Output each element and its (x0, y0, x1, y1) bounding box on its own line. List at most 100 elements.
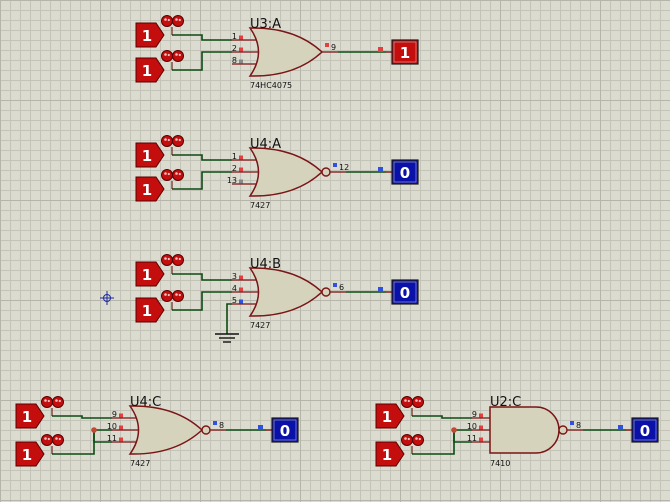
source-value: 1 (22, 446, 32, 464)
toggle-button-icon[interactable] (52, 396, 64, 408)
logic-state-source[interactable]: 1 (135, 135, 184, 168)
logic-state-source[interactable]: 1 (15, 396, 64, 429)
gate-reference: U4:C (130, 395, 161, 410)
wire (172, 171, 232, 190)
logic-probe: 0 (618, 417, 659, 443)
source-body (135, 261, 165, 287)
wire-junction-dot (451, 427, 457, 433)
toggle-knob (401, 434, 413, 446)
toggle-knob (172, 254, 184, 266)
toggle-button-icon[interactable] (172, 50, 184, 62)
toggle-button-icon[interactable] (161, 290, 173, 302)
wire (52, 415, 112, 419)
toggle-highlight (175, 293, 178, 296)
toggle-highlight (407, 399, 410, 403)
ground-symbol-icon (215, 333, 239, 343)
toggle-button-icon[interactable] (401, 434, 413, 446)
toggle-highlight (167, 172, 170, 176)
logic-state-source[interactable]: 1 (135, 15, 184, 48)
toggle-highlight (175, 18, 178, 21)
logic-state-source[interactable]: 1 (15, 434, 64, 467)
output-pin-number: 12 (339, 163, 349, 172)
input-pin-number: 10 (467, 422, 477, 431)
logic-probe: 0 (378, 159, 419, 185)
source-value: 1 (142, 27, 152, 45)
toggle-button-icon[interactable] (172, 290, 184, 302)
gate-part-number: 7427 (250, 201, 270, 210)
logic-state-source[interactable]: 1 (135, 290, 184, 323)
toggle-button-icon[interactable] (172, 135, 184, 147)
toggle-highlight (58, 437, 61, 441)
probe-state-indicator (378, 287, 383, 292)
logic-state-source[interactable]: 1 (135, 169, 184, 202)
input-pin-number: 11 (467, 434, 477, 443)
input-pin-number: 3 (232, 272, 237, 281)
toggle-highlight (178, 172, 181, 176)
pin-state-indicator (325, 43, 329, 47)
nor-gate-body (248, 267, 324, 317)
toggle-button-icon[interactable] (161, 15, 173, 27)
pin-state-indicator (239, 35, 243, 40)
gate-reference: U3:A (250, 17, 281, 32)
toggle-highlight (164, 293, 167, 296)
toggle-button-icon[interactable] (161, 254, 173, 266)
gate-part-number: 7410 (490, 459, 510, 468)
input-pin-number: 9 (112, 410, 117, 419)
logic-state-source[interactable]: 1 (375, 396, 424, 429)
source-body (135, 176, 165, 202)
probe-value: 0 (400, 284, 410, 302)
pin-state-indicator (119, 437, 123, 442)
toggle-knob (41, 434, 53, 446)
toggle-knob (161, 15, 173, 27)
source-value: 1 (142, 266, 152, 284)
wire (412, 415, 472, 419)
toggle-button-icon[interactable] (401, 396, 413, 408)
toggle-highlight (167, 18, 170, 22)
pin-state-indicator (479, 413, 483, 418)
output-pin-number: 8 (219, 421, 224, 430)
toggle-highlight (415, 399, 418, 402)
toggle-highlight (167, 53, 170, 57)
toggle-button-icon[interactable] (412, 396, 424, 408)
input-pin-number: 8 (232, 56, 237, 65)
input-pin-number: 5 (232, 296, 237, 305)
pin-state-indicator (239, 299, 243, 304)
toggle-knob (41, 396, 53, 408)
wire (172, 34, 232, 41)
logic-state-source[interactable]: 1 (375, 434, 424, 467)
inverter-bubble (558, 425, 568, 435)
toggle-button-icon[interactable] (172, 254, 184, 266)
source-body (135, 297, 165, 323)
toggle-highlight (164, 257, 167, 260)
toggle-button-icon[interactable] (52, 434, 64, 446)
source-body (135, 142, 165, 168)
toggle-button-icon[interactable] (161, 50, 173, 62)
wire (172, 51, 232, 71)
pin-state-indicator (479, 437, 483, 442)
inverter-bubble (321, 167, 331, 177)
toggle-button-icon[interactable] (161, 169, 173, 181)
logic-state-source[interactable]: 1 (135, 254, 184, 287)
toggle-knob (172, 290, 184, 302)
toggle-button-icon[interactable] (412, 434, 424, 446)
toggle-button-icon[interactable] (172, 15, 184, 27)
toggle-highlight (47, 399, 50, 403)
toggle-button-icon[interactable] (172, 169, 184, 181)
toggle-button-icon[interactable] (41, 434, 53, 446)
probe-state-indicator (378, 167, 383, 172)
logic-state-source[interactable]: 1 (135, 50, 184, 83)
toggle-knob (161, 290, 173, 302)
inverter-bubble (321, 287, 331, 297)
toggle-button-icon[interactable] (41, 396, 53, 408)
toggle-knob (412, 434, 424, 446)
inverter-bubble (201, 425, 211, 435)
toggle-button-icon[interactable] (161, 135, 173, 147)
toggle-highlight (55, 399, 58, 402)
